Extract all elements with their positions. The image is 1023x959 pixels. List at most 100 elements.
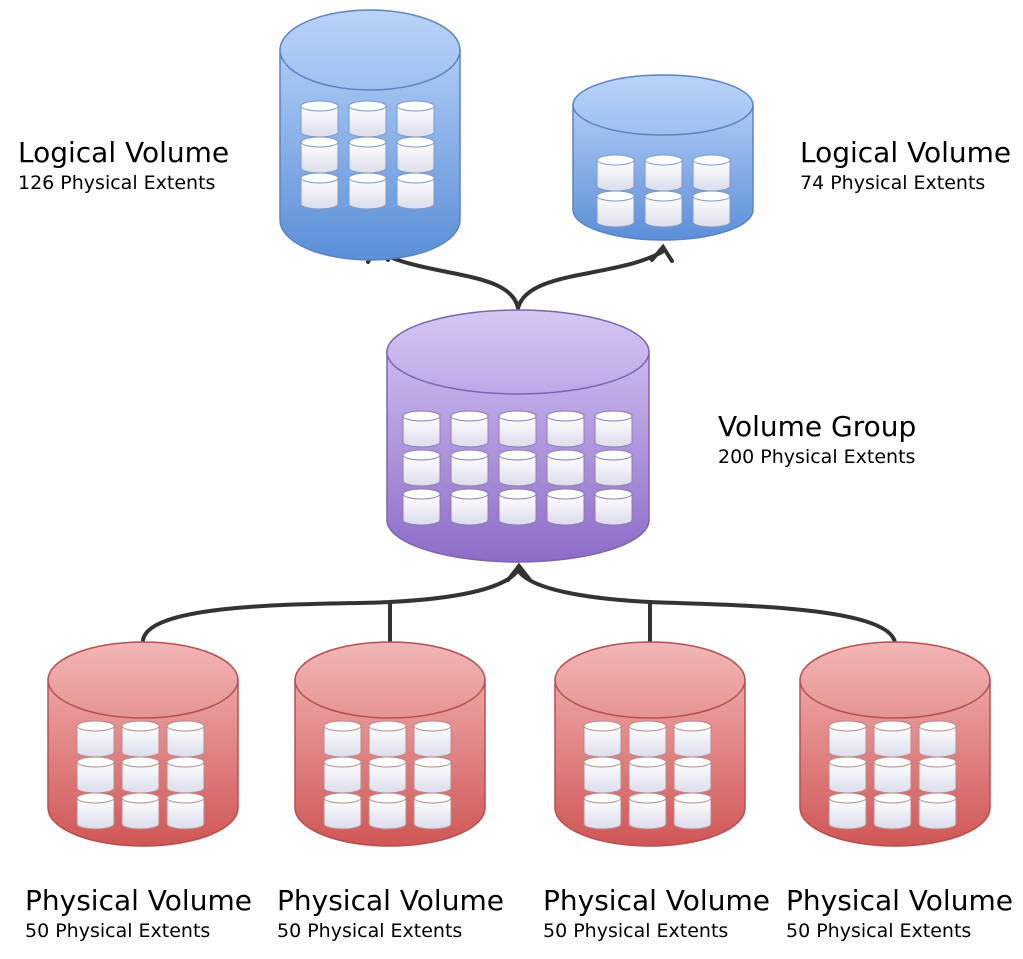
- logical-volume-title-1: Logical Volume: [18, 136, 230, 169]
- physical-volume-cylinder-1: [47, 641, 239, 847]
- extent-block: [644, 154, 683, 192]
- extent-block: [368, 720, 407, 758]
- extent-block: [918, 720, 957, 758]
- extent-block: [166, 756, 205, 794]
- extent-block: [396, 172, 435, 210]
- extent-block: [583, 756, 622, 794]
- extent-block: [76, 792, 115, 830]
- logical-volume-extents-2: 74 Physical Extents: [800, 172, 986, 194]
- extent-block: [121, 756, 160, 794]
- extent-block: [348, 136, 387, 174]
- extent-block: [628, 720, 667, 758]
- extent-block: [628, 792, 667, 830]
- physical-volume-cylinder-4: [799, 641, 991, 847]
- arrowhead-lv2: [650, 243, 674, 263]
- extent-block: [596, 190, 635, 228]
- connector-vg-to-lv2: [516, 250, 664, 310]
- connectors: [141, 243, 897, 645]
- extent-block: [323, 792, 362, 830]
- logical-volume-cylinder-1: [279, 9, 461, 261]
- physical-volume-title-1: Physical Volume: [25, 884, 252, 917]
- logical-volume-title-2: Logical Volume: [800, 136, 1012, 169]
- extent-block: [873, 720, 912, 758]
- physical-volume-label-4: Physical Volume 50 Physical Extents: [786, 884, 1013, 944]
- extent-block: [450, 449, 489, 487]
- extent-block: [594, 488, 633, 526]
- extent-block: [594, 449, 633, 487]
- physical-volume-title-2: Physical Volume: [277, 884, 504, 917]
- volume-group-label: Volume Group 200 Physical Extents: [718, 410, 916, 470]
- logical-volume-extents-1: 126 Physical Extents: [18, 172, 216, 194]
- extent-block: [644, 190, 683, 228]
- physical-volume-extents-1: 50 Physical Extents: [25, 920, 211, 942]
- extent-block: [300, 100, 339, 138]
- volume-group-cylinder: [386, 309, 650, 563]
- extent-block: [166, 720, 205, 758]
- physical-volume-label-2: Physical Volume 50 Physical Extents: [277, 884, 504, 944]
- connector-vg-to-lv1: [376, 250, 520, 310]
- arrowhead-vg: [506, 562, 532, 582]
- physical-volume-cylinder-2: [294, 641, 486, 847]
- logical-volume-label-2: Logical Volume 74 Physical Extents: [800, 136, 1011, 196]
- extent-block: [596, 154, 635, 192]
- logical-volume-cylinder-2: [572, 74, 754, 241]
- physical-volume-label-1: Physical Volume 50 Physical Extents: [25, 884, 252, 944]
- physical-volume-extents-3: 50 Physical Extents: [543, 920, 729, 942]
- extent-block: [413, 756, 452, 794]
- extent-block: [918, 756, 957, 794]
- physical-volume-cylinder-3: [554, 641, 746, 847]
- extent-block: [300, 136, 339, 174]
- extent-block: [450, 488, 489, 526]
- extent-block: [692, 154, 731, 192]
- extent-block: [413, 720, 452, 758]
- extent-block: [396, 100, 435, 138]
- extent-block: [873, 792, 912, 830]
- extent-block: [673, 756, 712, 794]
- extent-block: [368, 756, 407, 794]
- extent-block: [692, 190, 731, 228]
- extent-block: [498, 410, 537, 448]
- extent-block: [323, 756, 362, 794]
- extent-block: [402, 410, 441, 448]
- physical-volume-extents-4: 50 Physical Extents: [786, 920, 972, 942]
- extent-block: [413, 792, 452, 830]
- connector-pv4-to-vg: [516, 568, 897, 645]
- extent-block: [828, 792, 867, 830]
- extent-block: [673, 792, 712, 830]
- extent-block: [396, 136, 435, 174]
- physical-volume-extents-2: 50 Physical Extents: [277, 920, 463, 942]
- extent-block: [583, 720, 622, 758]
- extent-block: [166, 792, 205, 830]
- extent-block: [628, 756, 667, 794]
- extent-block: [546, 449, 585, 487]
- extent-block: [323, 720, 362, 758]
- extent-block: [368, 792, 407, 830]
- extent-block: [546, 488, 585, 526]
- volume-group-title: Volume Group: [718, 410, 917, 443]
- physical-volume-label-3: Physical Volume 50 Physical Extents: [543, 884, 770, 944]
- logical-volume-label-1: Logical Volume 126 Physical Extents: [18, 136, 229, 196]
- extent-block: [873, 756, 912, 794]
- extent-block: [918, 792, 957, 830]
- physical-volume-title-3: Physical Volume: [543, 884, 770, 917]
- extent-block: [828, 720, 867, 758]
- extent-block: [828, 756, 867, 794]
- extent-block: [594, 410, 633, 448]
- extent-block: [348, 100, 387, 138]
- extent-block: [546, 410, 585, 448]
- extent-block: [498, 488, 537, 526]
- extent-block: [348, 172, 387, 210]
- extent-block: [583, 792, 622, 830]
- extent-block: [673, 720, 712, 758]
- extent-block: [402, 488, 441, 526]
- extent-block: [300, 172, 339, 210]
- extent-block: [402, 449, 441, 487]
- extent-block: [121, 792, 160, 830]
- physical-volume-title-4: Physical Volume: [786, 884, 1013, 917]
- extent-block: [121, 720, 160, 758]
- extent-block: [76, 720, 115, 758]
- extent-block: [76, 756, 115, 794]
- extent-block: [498, 449, 537, 487]
- connector-pv1-to-vg: [141, 568, 520, 642]
